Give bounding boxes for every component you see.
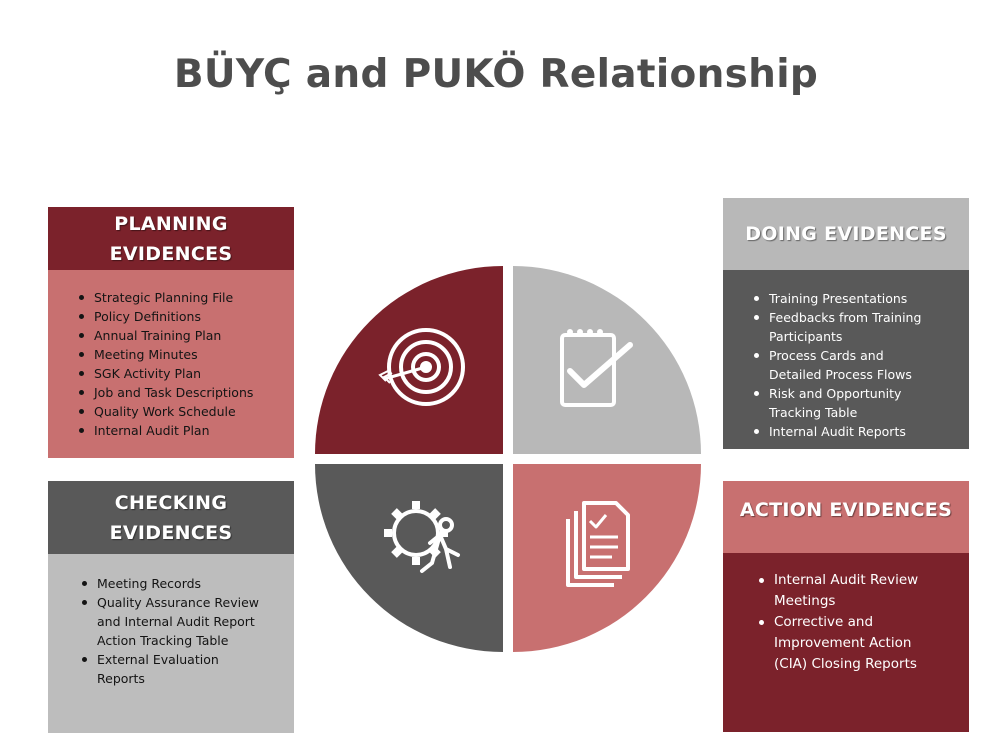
planning-evidences-panel: PLANNING EVIDENCES Strategic Planning Fi… bbox=[48, 207, 294, 458]
list-item: Job and Task Descriptions bbox=[79, 383, 294, 402]
list-item: Internal Audit Reports bbox=[754, 422, 939, 441]
checklist-icon bbox=[560, 329, 633, 407]
doing-list: Training Presentations Feedbacks from Tr… bbox=[723, 289, 969, 441]
list-item: Meeting Records bbox=[82, 574, 270, 593]
list-item: Quality Assurance Review and Internal Au… bbox=[82, 593, 270, 650]
list-item: Strategic Planning File bbox=[79, 288, 294, 307]
do-quadrant bbox=[513, 266, 701, 454]
target-icon bbox=[378, 328, 465, 406]
doing-heading: DOING EVIDENCES bbox=[723, 198, 969, 270]
checking-evidences-panel: CHECKING EVIDENCES Meeting Records Quali… bbox=[48, 481, 294, 733]
list-item: External Evaluation Reports bbox=[82, 650, 270, 688]
planning-heading: PLANNING EVIDENCES bbox=[48, 207, 294, 270]
page-title: BÜYÇ and PUKÖ Relationship bbox=[173, 52, 819, 97]
list-item: SGK Activity Plan bbox=[79, 364, 294, 383]
list-item: Feedbacks from Training Participants bbox=[754, 308, 939, 346]
pdca-wheel bbox=[315, 266, 701, 652]
action-heading: ACTION EVIDENCES bbox=[723, 481, 969, 553]
list-item: Internal Audit Review Meetings bbox=[759, 570, 943, 612]
list-item: Annual Training Plan bbox=[79, 326, 294, 345]
list-item: Policy Definitions bbox=[79, 307, 294, 326]
list-item: Corrective and Improvement Action (CIA) … bbox=[759, 612, 943, 675]
planning-list: Strategic Planning File Policy Definitio… bbox=[48, 288, 294, 440]
checking-heading: CHECKING EVIDENCES bbox=[48, 481, 294, 554]
list-item: Training Presentations bbox=[754, 289, 939, 308]
checking-list: Meeting Records Quality Assurance Review… bbox=[48, 574, 294, 688]
list-item: Process Cards and Detailed Process Flows bbox=[754, 346, 939, 384]
document-stack-icon bbox=[566, 501, 630, 587]
action-evidences-panel: ACTION EVIDENCES Internal Audit Review M… bbox=[723, 481, 969, 732]
action-list: Internal Audit Review Meetings Correctiv… bbox=[723, 570, 969, 675]
list-item: Quality Work Schedule bbox=[79, 402, 294, 421]
plan-quadrant bbox=[315, 266, 503, 454]
list-item: Internal Audit Plan bbox=[79, 421, 294, 440]
doing-evidences-panel: DOING EVIDENCES Training Presentations F… bbox=[723, 198, 969, 449]
list-item: Meeting Minutes bbox=[79, 345, 294, 364]
list-item: Risk and Opportunity Tracking Table bbox=[754, 384, 939, 422]
check-quadrant bbox=[315, 464, 503, 652]
gear-runner-icon bbox=[384, 501, 460, 573]
